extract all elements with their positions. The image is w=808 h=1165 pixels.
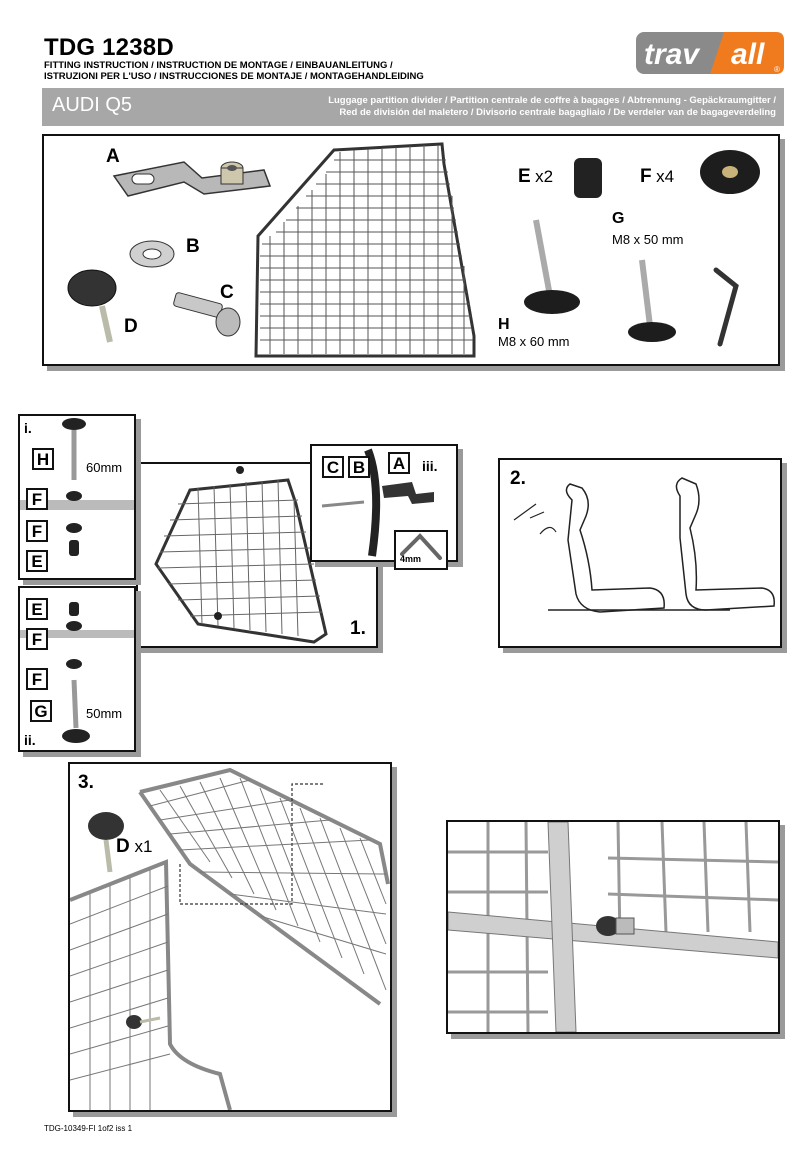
detail-ii-illustration (20, 602, 134, 743)
allen-key-inset: 4mm (394, 530, 448, 570)
detail-iii-tag-c: C (322, 456, 344, 478)
detail-ii-tag-e: E (26, 598, 48, 620)
document-title: TDG 1238D (44, 34, 174, 61)
step3-zoom-panel (446, 820, 780, 1034)
detail-ii-dimension: 50mm (86, 706, 123, 721)
allen-key-icon (400, 533, 442, 560)
step3-zoom-illustration (448, 822, 778, 1032)
logo-text-trav: trav (644, 38, 701, 71)
detail-iii-illustration (321, 448, 434, 557)
detail-ii-label: ii. (24, 732, 36, 748)
part-label-f: F (640, 166, 652, 187)
detail-ii-tag-f2: F (26, 668, 48, 690)
parts-panel: A B C D E x2 F x4 G M8 x 50 mm H M8 x 60… (42, 134, 780, 366)
detail-i-tag-f1: F (26, 488, 48, 510)
detail-i-label: i. (24, 420, 32, 436)
step1-illustration (154, 466, 328, 644)
part-e-quantity: x2 (535, 167, 554, 186)
allen-key-size: 4mm (400, 554, 422, 564)
step2-number: 2. (510, 468, 526, 489)
step3-part-label: D (116, 836, 130, 857)
part-f-quantity: x4 (656, 167, 675, 186)
detail-ii-tag-f1: F (26, 628, 48, 650)
part-f-label-group: F x4 (640, 166, 674, 188)
product-description-line-2: Red de división del maletero / Divisorio… (339, 107, 776, 118)
part-h-size: M8 x 60 mm (498, 334, 570, 349)
detail-i-panel: i. H 60mm F F E (18, 414, 136, 580)
detail-i-tag-e: E (26, 550, 48, 572)
step3-illustration (70, 767, 390, 1110)
part-label-g: G (612, 210, 625, 227)
detail-i-illustration (20, 418, 134, 556)
part-g-size: M8 x 50 mm (612, 232, 684, 247)
step2-panel: 2. (498, 458, 782, 648)
detail-iii-label: iii. (422, 458, 438, 474)
parts-illustration (67, 142, 760, 358)
step3-part-label-group: D x1 (116, 836, 152, 858)
subtitle-line-2: ISTRUZIONI PER L'USO / INSTRUCCIONES DE … (44, 71, 424, 82)
part-label-c: C (220, 282, 234, 303)
partition-grid-illustration (254, 142, 476, 358)
detail-iii-tag-b: B (348, 456, 370, 478)
model-bar: AUDI Q5 Luggage partition divider / Part… (42, 88, 784, 126)
part-label-a: A (106, 146, 120, 167)
step3-part-quantity: x1 (134, 837, 153, 856)
step3-number: 3. (78, 772, 94, 793)
part-label-d: D (124, 316, 138, 337)
part-label-h: H (498, 316, 510, 333)
subtitle-line-1: FITTING INSTRUCTION / INSTRUCTION DE MON… (44, 60, 393, 71)
part-label-e: E (518, 166, 531, 187)
detail-i-tag-h: H (32, 448, 54, 470)
step2-illustration (513, 477, 775, 613)
part-label-b: B (186, 236, 200, 257)
travall-logo: trav all ® (636, 30, 784, 76)
document-code: TDG-10349-FI 1of2 iss 1 (44, 1124, 133, 1133)
vehicle-model: AUDI Q5 (52, 94, 133, 116)
logo-text-all: all (731, 38, 765, 71)
detail-ii-panel: E F F G 50mm ii. (18, 586, 136, 752)
detail-ii-tag-g: G (30, 700, 52, 722)
detail-i-tag-f2: F (26, 520, 48, 542)
detail-iii-tag-a: A (388, 452, 410, 474)
step3-panel: 3. D x1 (68, 762, 392, 1112)
part-e-label-group: E x2 (518, 166, 553, 188)
detail-i-dimension: 60mm (86, 460, 123, 475)
product-description-line-1: Luggage partition divider / Partition ce… (328, 95, 776, 106)
step1-number: 1. (350, 618, 366, 639)
logo-registered-mark: ® (774, 65, 780, 74)
